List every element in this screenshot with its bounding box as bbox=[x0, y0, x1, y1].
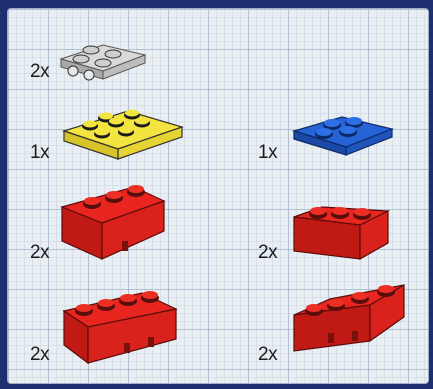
red-wedge-brick-icon bbox=[58, 179, 173, 264]
yellow-plate-icon bbox=[60, 101, 185, 171]
part-quantity-label: 2x bbox=[30, 61, 49, 83]
gray-plate-icon bbox=[53, 37, 153, 87]
red-wedge-brick-icon bbox=[60, 287, 185, 367]
part-quantity-label: 2x bbox=[258, 344, 277, 366]
part-quantity-label: 1x bbox=[30, 142, 49, 164]
blue-plate-icon bbox=[290, 107, 400, 167]
part-quantity-label: 2x bbox=[30, 242, 49, 264]
red-wedge-brick-icon bbox=[290, 199, 395, 269]
red-wedge-brick-icon bbox=[290, 281, 415, 366]
part-quantity-label: 1x bbox=[258, 142, 277, 164]
part-quantity-label: 2x bbox=[258, 242, 277, 264]
part-quantity-label: 2x bbox=[30, 344, 49, 366]
parts-list-panel: 2x 1x 1x bbox=[7, 8, 429, 384]
